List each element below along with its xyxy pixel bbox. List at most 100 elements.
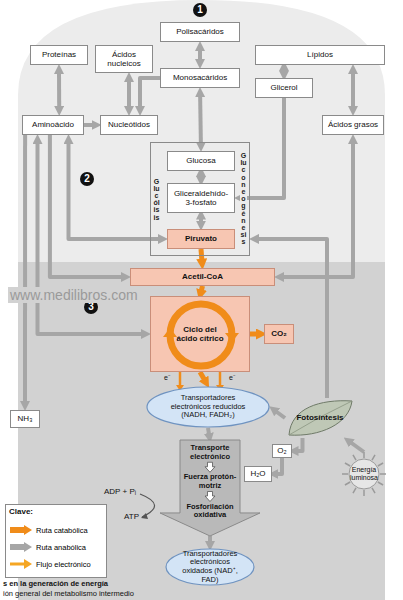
cycle-ring [170,304,232,366]
node-text: Nucleótidos [108,120,150,129]
node-text: CO₂ [271,329,287,338]
shape [160,440,260,536]
process-box: Glicerol [255,78,313,98]
node-text: H₂O [250,469,265,478]
electron-arrow [219,372,222,386]
electron-arrow [179,372,182,386]
node-text: Ácidos nucleicos [99,50,149,68]
catabolic-arrow [200,372,205,381]
process-box: Ácidos nucleicos [95,45,153,73]
sun-ray [363,452,365,458]
shape [147,387,269,427]
process-box: Glucosa [167,151,235,171]
step-arrow [205,492,215,502]
legend-swatch [10,525,32,535]
callout-number: 2 [80,172,94,186]
node-text: Ácidos grasos [328,120,378,129]
catabolic-arrow [201,286,203,293]
legend-arrow [10,525,32,535]
flow-arrow-shape: Transporte electrónicoFuerza protón-motr… [160,440,260,536]
process-box: Monosacáridos [160,68,240,88]
carrier-ellipse: Transportadores electrónicos reducidos (… [146,386,270,428]
anabolic-arrow [241,98,284,198]
legend-text: Ruta catabólica [36,526,88,535]
process-box: Aminoácido [22,115,84,135]
anabolic-arrow [296,438,303,451]
legend-swatch [10,542,32,552]
sun-ray [372,455,375,460]
anabolic-arrow [351,71,355,109]
node-text: Proteínas [42,50,76,59]
cycle-arrowhead [225,333,239,342]
atp-arrowhead [141,513,148,519]
anabolic-arrow [23,135,27,404]
process-box: NH₃ [10,410,40,428]
node-text: O₂ [277,446,286,455]
anabolic-arrow [349,442,364,453]
process-box: Ácidos grasos [322,115,384,135]
shape [289,401,352,435]
node-text: Glucosa [186,156,215,165]
sun-shape: Energía luminosa [342,452,386,496]
callout-number: 1 [193,3,207,17]
sun-ray [378,463,383,466]
carrier-ellipse: Transportadores electrónicos oxidados (N… [165,548,255,586]
anabolic-arrow [208,428,209,436]
metabolite-box: Piruvato [167,229,235,249]
node-text: NH₃ [18,414,33,423]
electron-label: e⁻ [164,373,170,382]
sun-ray [342,473,348,475]
shape [289,401,352,435]
anabolic-arrow [57,71,61,109]
node-text: Piruvato [185,234,217,243]
catabolic-arrow [250,332,259,337]
figure-title: s en la generación de energía [3,579,108,588]
vertical-pathway-label: Glucólisis [153,178,160,221]
step-arrow [205,462,215,472]
anabolic-arrow [198,94,203,145]
process-box: H₂O [244,466,272,482]
node-text: Polisacáridos [176,27,224,36]
node-text: Aminoácido [32,120,74,129]
figure-caption: ión general del metabolismo intermedio [3,589,134,598]
legend-title: Clave: [9,507,33,516]
anabolic-arrow [50,135,124,277]
node-text: Energía luminosa [346,466,382,482]
anabolic-arrow [199,217,203,224]
vertical-pathway-label: Gluconeogénesis [240,152,247,246]
anabolic-arrow [38,141,145,334]
metabolite-box: CO₂ [264,324,294,344]
anabolic-arrow [275,411,285,419]
node-text: Fotosíntesis [296,413,343,422]
legend-item: Ruta catabólica [10,525,88,535]
process-box: Polisacáridos [160,22,240,42]
cycle-arrowhead [163,328,177,337]
product-label: ATP [124,512,139,521]
anabolic-arrow [282,68,286,74]
anabolic-arrow [198,48,202,62]
anabolic-arrow [208,536,212,544]
sun-ray [372,488,375,493]
sun-ray [353,488,356,493]
legend-item: Flujo electrónico [10,559,91,569]
legend-item: Ruta anabólica [10,542,86,552]
node-text: Transportadores electrónicos oxidados (N… [180,550,240,585]
node-text: Gliceraldehído-3-fosfato [171,189,231,207]
node-text: Fosforilación oxidativa [181,503,239,520]
process-box: Lípidos [255,45,385,65]
node-text: Glicerol [270,83,297,92]
anabolic-arrow [127,79,131,109]
metabolite-box: Acetil-CoA [130,268,275,286]
process-box: Proteínas [30,45,88,65]
anabolic-arrow [199,174,203,179]
node-text: Acetil-CoA [182,272,223,281]
cycle-box: Ciclo del ácido cítrico [150,296,250,372]
node-text: Monosacáridos [173,73,227,82]
process-box: Nucleótidos [100,115,158,135]
pathway-box: Glucólisis Gluconeogénesis GlucosaGliceral… [150,142,250,256]
atp-arrow [140,494,155,517]
reactant-label: ADP + Pᵢ [104,487,136,496]
legend-swatch [10,559,32,569]
process-box: Gliceraldehído-3-fosfato [167,183,235,213]
legend-text: Ruta anabólica [36,543,86,552]
